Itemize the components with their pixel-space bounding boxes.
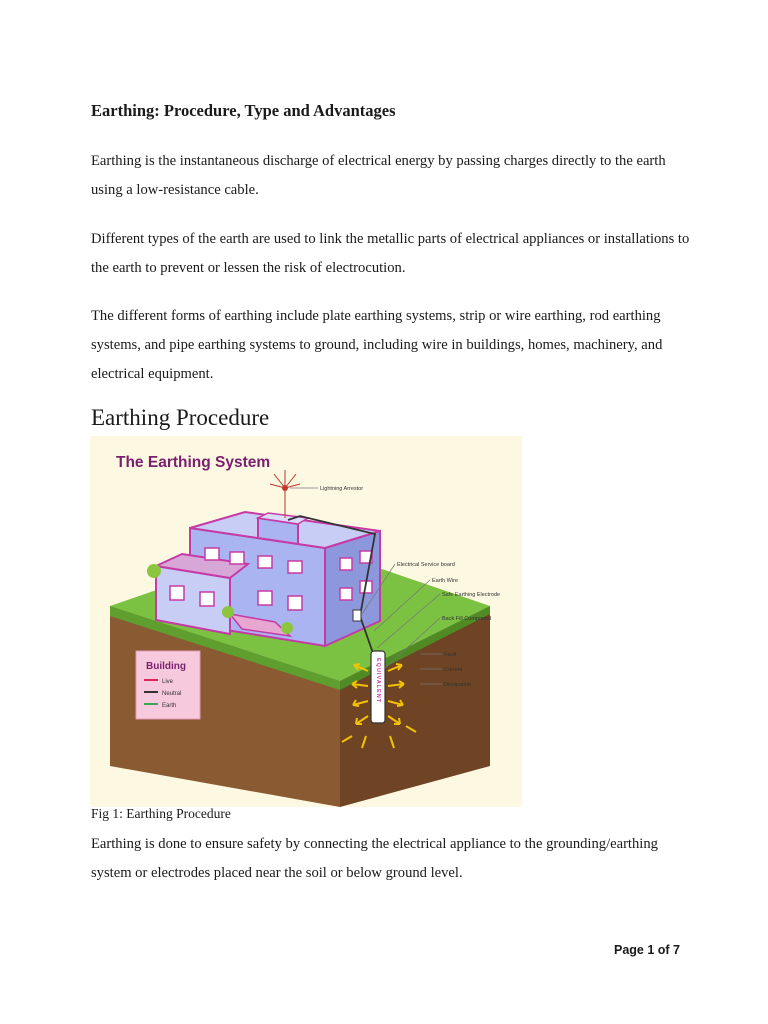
legend-earth: Earth [162, 703, 176, 709]
tree [222, 606, 234, 618]
window [287, 560, 303, 574]
window [339, 587, 353, 601]
window [257, 590, 273, 606]
legend-neutral: Neutral [162, 691, 181, 697]
porch-steps [228, 612, 293, 638]
figure-title: The Earthing System [116, 454, 270, 471]
window [257, 555, 273, 569]
window [199, 591, 215, 607]
label-current: Current [444, 667, 463, 673]
window [287, 595, 303, 611]
safety-paragraph: Earthing is done to ensure safety by con… [91, 836, 658, 881]
label-lightning-arrestor: Lightning Arrestor [320, 486, 363, 492]
service-board [352, 609, 362, 622]
types-paragraph: Different types of the earth are used to… [91, 231, 690, 276]
figure-caption: Fig 1: Earthing Procedure [91, 806, 231, 821]
building-legend: Building Live Neutral Earth [135, 650, 201, 720]
label-earth-wire: Earth Wire [432, 578, 458, 584]
lightning-arrestor [269, 470, 301, 518]
soil-right-face [340, 606, 490, 807]
label-fault: Fault [444, 652, 457, 658]
window [229, 551, 245, 565]
callout-lines [290, 487, 442, 685]
document-title: Earthing: Procedure, Type and Advantages [91, 101, 396, 120]
legend-box [135, 650, 201, 720]
window [339, 557, 353, 571]
earthing-electrode [370, 650, 386, 724]
label-back-fill: Back Fill Compound [442, 616, 491, 622]
window [359, 550, 373, 564]
trees [147, 564, 293, 634]
dissipation-arrows [341, 663, 417, 749]
label-service-board: Electrical Service board [397, 562, 455, 568]
electrode-label: EQUIVALENT [375, 658, 381, 703]
forms-paragraph: The different forms of earthing include … [91, 308, 663, 382]
section-heading: Earthing Procedure [91, 405, 270, 430]
arrestor-tip [282, 485, 288, 491]
figure-labels: Lightning Arrestor Electrical Service bo… [320, 486, 500, 688]
window [204, 547, 220, 561]
earthing-system-figure: The Earthing System [90, 436, 522, 807]
tree [281, 622, 293, 634]
label-safe-electrode: Safe Earthing Electrode [442, 592, 500, 598]
legend-title: Building [146, 661, 186, 672]
page-number: Page 1 of 7 [614, 943, 680, 957]
annex-roof [152, 552, 251, 580]
window [169, 585, 185, 601]
tree [147, 564, 161, 578]
intro-paragraph: Earthing is the instantaneous discharge … [91, 153, 666, 198]
legend-live: Live [162, 679, 174, 685]
label-dissipation: Dissipation [444, 682, 471, 688]
earth-wire [287, 515, 377, 657]
earthing-illustration: The Earthing System [110, 454, 500, 807]
grass-edge-left [110, 606, 340, 690]
